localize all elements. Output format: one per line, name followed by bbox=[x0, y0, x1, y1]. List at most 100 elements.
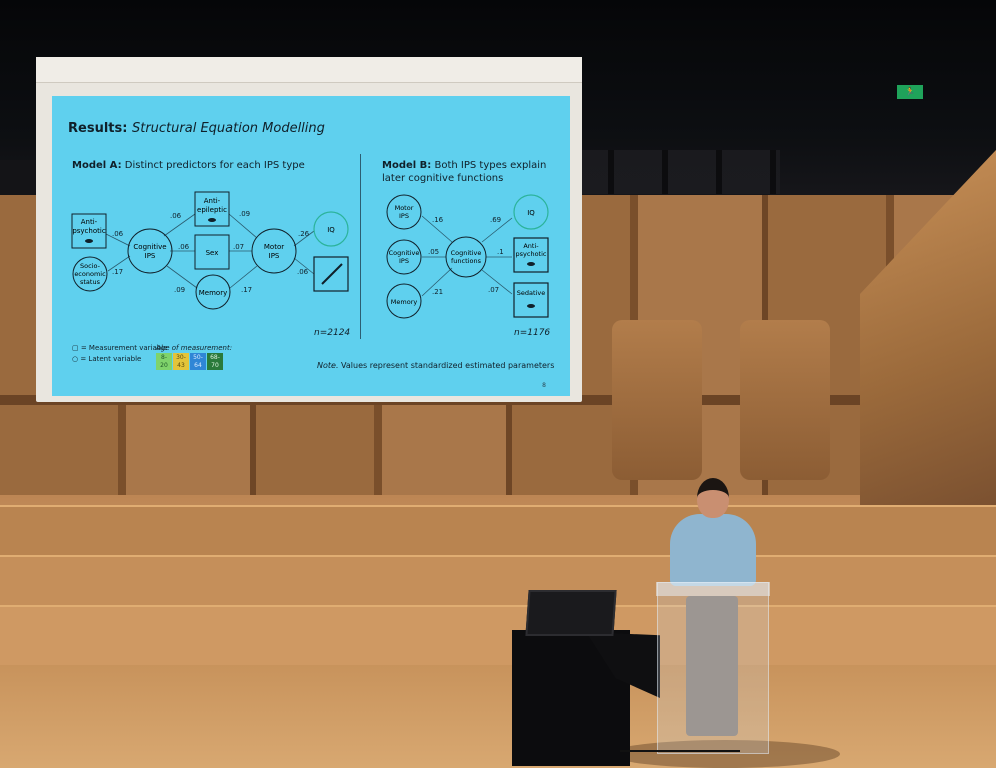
node-label: psychotic bbox=[516, 250, 547, 258]
floor-cable bbox=[620, 750, 740, 752]
model-b-label: Model B: bbox=[382, 160, 432, 171]
age-swatch: 68-70 bbox=[207, 353, 223, 370]
model-b-coefficients: .16 .05 .21 .69 .1 .07 bbox=[428, 216, 504, 296]
svg-text:.17: .17 bbox=[112, 268, 123, 276]
svg-text:.17: .17 bbox=[241, 286, 252, 294]
model-b-n: n=1176 bbox=[514, 328, 551, 338]
svg-text:.69: .69 bbox=[490, 216, 501, 224]
stage-step bbox=[0, 605, 996, 665]
model-a-node-antipsychotic: Anti- psychotic bbox=[71, 213, 107, 249]
node-label: status bbox=[80, 278, 101, 286]
node-label: IPS bbox=[399, 212, 409, 220]
model-b-node-cognitive-functions: Cognitive functions bbox=[445, 236, 487, 278]
node-label: Memory bbox=[199, 289, 227, 297]
model-a-node-handwriting bbox=[313, 256, 349, 292]
model-b-paths bbox=[421, 215, 513, 297]
svg-text:.09: .09 bbox=[239, 210, 250, 218]
glass-lectern bbox=[657, 582, 769, 754]
model-b-heading: Model B: Both IPS types explain later co… bbox=[382, 159, 546, 185]
model-a-desc: Distinct predictors for each IPS type bbox=[124, 160, 305, 171]
node-label: Anti- bbox=[204, 197, 221, 205]
model-a-node-motor-ips: Motor IPS bbox=[251, 228, 297, 274]
node-label: economic bbox=[74, 270, 106, 278]
exit-sign: 🏃 bbox=[897, 85, 923, 99]
model-a-heading: Model A: Distinct predictors for each IP… bbox=[72, 159, 305, 172]
node-label: functions bbox=[451, 257, 482, 265]
age-swatch: 30-43 bbox=[173, 353, 189, 370]
node-label: IPS bbox=[269, 252, 280, 260]
presentation-slide: Results: Structural Equation Modelling M… bbox=[52, 96, 570, 396]
node-label: Sedative bbox=[517, 289, 545, 297]
pill-icon bbox=[208, 218, 216, 222]
svg-text:.07: .07 bbox=[488, 286, 499, 294]
svg-text:.06: .06 bbox=[297, 268, 309, 276]
node-label: Motor bbox=[264, 243, 284, 251]
model-b-desc-2: later cognitive functions bbox=[382, 173, 504, 184]
balcony-seats bbox=[560, 150, 780, 194]
age-swatch: 50-64 bbox=[190, 353, 206, 370]
slide-page-number: 8 bbox=[542, 382, 546, 389]
pill-icon bbox=[85, 239, 93, 243]
stage-step bbox=[0, 555, 996, 605]
node-label: IPS bbox=[399, 257, 409, 265]
svg-text:.06: .06 bbox=[178, 243, 190, 251]
age-swatch: 8-20 bbox=[156, 353, 172, 370]
node-label: Sex bbox=[206, 249, 219, 257]
model-divider bbox=[360, 154, 361, 339]
node-label: Memory bbox=[391, 298, 418, 306]
model-a-coefficients: .06 .17 .06 .09 .06 .07 .09 .17 .26 .06 bbox=[112, 210, 310, 294]
age-label: Age of measurement: bbox=[156, 344, 233, 352]
node-label: Cognitive bbox=[451, 249, 482, 257]
confidence-monitor bbox=[525, 590, 617, 636]
node-label: IQ bbox=[527, 209, 535, 217]
node-label: psychotic bbox=[72, 227, 105, 235]
node-label: Motor bbox=[395, 204, 414, 212]
svg-text:.1: .1 bbox=[497, 248, 504, 256]
stage-step bbox=[0, 505, 996, 555]
screen-housing bbox=[36, 57, 582, 83]
legend-measurement: ▢ = Measurement variable bbox=[72, 344, 168, 352]
node-label: IPS bbox=[145, 252, 156, 260]
node-label: Socio- bbox=[80, 262, 101, 270]
model-a-node-ses: Socio- economic status bbox=[72, 256, 108, 292]
slide-note: Note. Values represent standardized esti… bbox=[317, 361, 555, 370]
model-a-node-memory: Memory bbox=[195, 274, 231, 310]
svg-text:.21: .21 bbox=[432, 288, 443, 296]
svg-text:.16: .16 bbox=[432, 216, 444, 224]
floor-shadow bbox=[610, 740, 840, 768]
model-a-node-antiepileptic: Anti- epileptic bbox=[194, 191, 230, 227]
svg-text:.06: .06 bbox=[170, 212, 182, 220]
title-bold: Results: bbox=[68, 121, 128, 136]
model-b-node-cognitive-ips: Cognitive IPS bbox=[386, 239, 422, 275]
model-a-paths bbox=[105, 213, 315, 289]
svg-text:.07: .07 bbox=[233, 243, 244, 251]
speaker-jacket bbox=[670, 514, 756, 586]
wall-panel bbox=[740, 320, 830, 480]
model-a-node-sex: Sex bbox=[194, 234, 230, 270]
model-a-node-cognitive-ips: Cognitive IPS bbox=[127, 228, 173, 274]
svg-text:.06: .06 bbox=[112, 230, 124, 238]
model-a-label: Model A: bbox=[72, 160, 122, 171]
model-b-desc-1: Both IPS types explain bbox=[434, 160, 547, 171]
model-b-node-sedative: Sedative bbox=[513, 282, 549, 318]
node-label: Anti- bbox=[523, 242, 539, 250]
age-swatches: 8-20 30-43 50-64 68-70 bbox=[156, 353, 223, 370]
node-label: Anti- bbox=[81, 218, 98, 226]
node-label: Cognitive bbox=[389, 249, 420, 257]
legend: ▢ = Measurement variable ○ = Latent vari… bbox=[72, 343, 167, 365]
wall-panel bbox=[612, 320, 702, 480]
pen-icon bbox=[321, 263, 343, 285]
model-b-node-antipsychotic: Anti- psychotic bbox=[513, 237, 549, 273]
svg-text:.05: .05 bbox=[428, 248, 439, 256]
model-a-node-iq: IQ bbox=[313, 211, 349, 247]
lectern-top bbox=[656, 582, 770, 596]
sem-diagrams: Anti- psychotic Socio- economic status C… bbox=[71, 191, 549, 319]
model-b-node-memory: Memory bbox=[386, 283, 422, 319]
title-italic: Structural Equation Modelling bbox=[131, 121, 325, 136]
node-label: Cognitive bbox=[133, 243, 166, 251]
svg-text:.09: .09 bbox=[174, 286, 185, 294]
slide-title: Results: Structural Equation Modelling bbox=[68, 121, 325, 136]
model-a-n: n=2124 bbox=[314, 328, 351, 338]
pill-icon bbox=[527, 262, 535, 266]
